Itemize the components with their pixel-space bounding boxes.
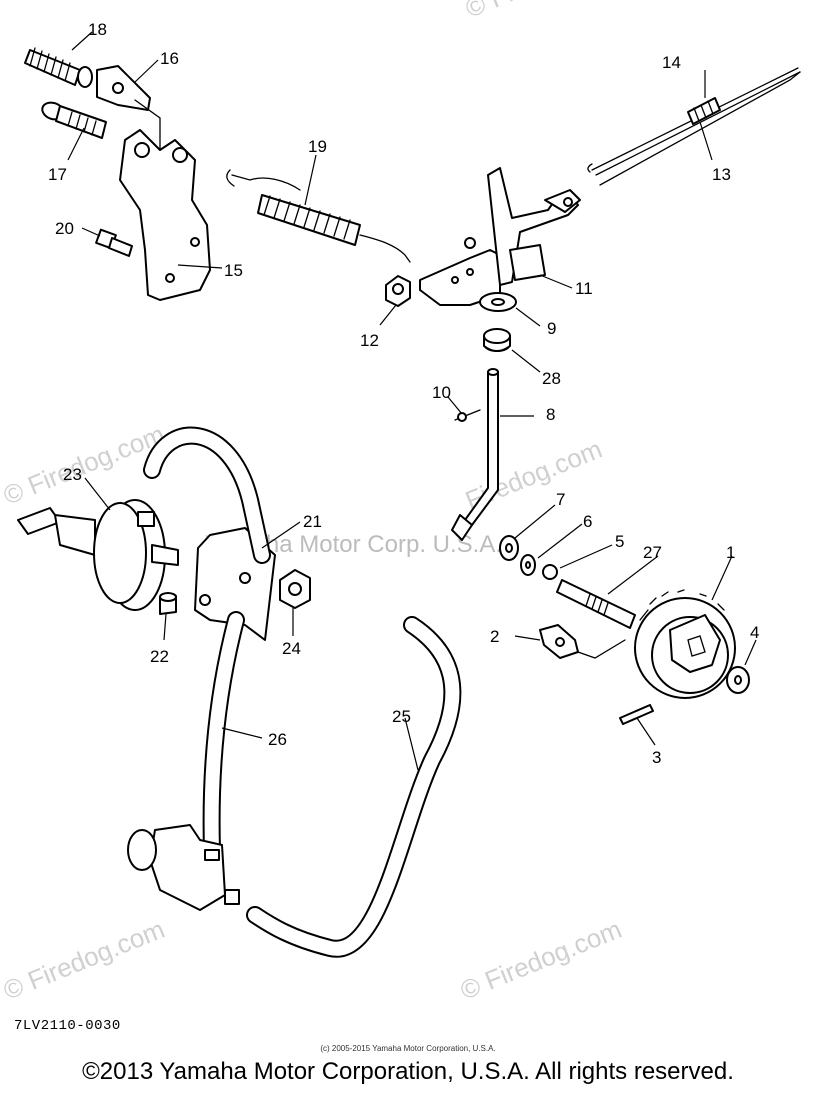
callout-22: 22: [150, 647, 169, 666]
part-7-washer: [499, 535, 519, 561]
part-8-shaft: [451, 368, 499, 541]
callout-15: 15: [224, 261, 243, 280]
part-19-spring: [226, 169, 411, 263]
part-28-collar: [483, 328, 511, 352]
callout-8: 8: [546, 405, 555, 424]
part-10-pin: [454, 409, 481, 422]
callout-12: 12: [360, 331, 379, 350]
callout-6: 6: [583, 512, 592, 531]
part-3-pin: [619, 704, 654, 725]
callout-27: 27: [643, 543, 662, 562]
callout-25: 25: [392, 707, 411, 726]
part-12-nut: [385, 275, 411, 307]
part-14-13-rod: [587, 67, 801, 186]
callout-26: 26: [268, 730, 287, 749]
callout-11: 11: [575, 279, 593, 298]
part-4-washer: [726, 666, 750, 694]
callout-14: 14: [662, 53, 681, 72]
callout-28: 28: [542, 369, 561, 388]
callout-7: 7: [556, 490, 565, 509]
leader-lines: [67, 31, 757, 771]
part-11-lever-bracket: [419, 167, 581, 306]
part-5-clip: [542, 564, 558, 580]
part-22-nut: [159, 592, 177, 615]
part-9-washer: [479, 292, 517, 312]
callout-13: 13: [712, 165, 731, 184]
callout-4: 4: [750, 623, 759, 642]
callout-19: 19: [308, 137, 327, 156]
callout-18: 18: [88, 20, 107, 39]
callout-21: 21: [303, 512, 322, 531]
callout-17: 17: [48, 165, 67, 184]
part-17-bolt: [41, 101, 107, 139]
small-copyright: (c) 2005-2015 Yamaha Motor Corporation, …: [320, 1044, 496, 1053]
callout-23: 23: [63, 465, 82, 484]
drawing-code: 7LV2110-0030: [14, 1018, 121, 1034]
part-2-clip: [539, 624, 626, 659]
callout-labels: 1 2 3 4 5 6 7 8 9 10 11 12 13 14 15 16 1…: [48, 20, 759, 767]
part-18-spring: [24, 47, 93, 88]
watermark-bottom-left: © Firedog.com: [0, 914, 169, 1006]
part-6-washer: [520, 554, 536, 576]
part-24-nut: [279, 569, 311, 609]
callout-9: 9: [547, 319, 556, 338]
part-valve: [127, 824, 240, 911]
watermark-bottom-center: © Firedog.com: [456, 914, 626, 1006]
callout-10: 10: [432, 383, 451, 402]
callout-5: 5: [615, 532, 624, 551]
callout-1: 1: [726, 543, 735, 562]
part-hoses: [143, 426, 462, 958]
callout-20: 20: [55, 219, 74, 238]
part-20-bolt: [95, 228, 133, 257]
part-16-clip: [96, 65, 161, 166]
part-15-bracket: [119, 129, 211, 301]
copyright-notice: ©2013 Yamaha Motor Corporation, U.S.A. A…: [82, 1058, 734, 1085]
callout-3: 3: [652, 748, 661, 767]
callout-16: 16: [160, 49, 179, 68]
part-27-shaft: [556, 579, 636, 629]
watermark-left: © Firedog.com: [0, 419, 169, 511]
callout-2: 2: [490, 627, 499, 646]
watermark-top-right: © Firedog.com: [461, 0, 631, 24]
part-1-gear: [634, 589, 736, 699]
part-23-diaphragm: [17, 499, 179, 611]
callout-24: 24: [282, 639, 301, 658]
